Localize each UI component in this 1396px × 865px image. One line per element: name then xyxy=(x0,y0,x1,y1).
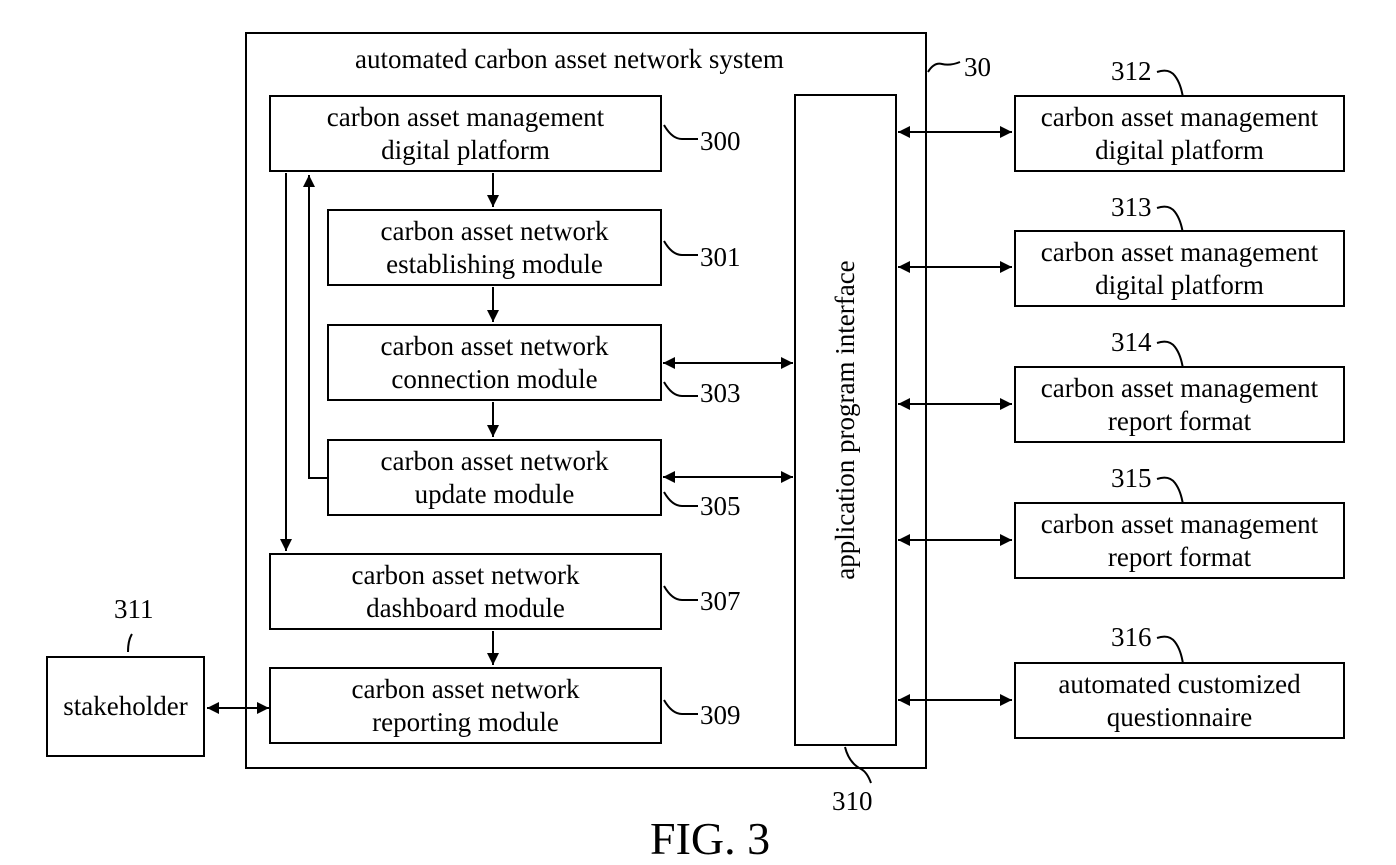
external-digital-platform-2-line2: digital platform xyxy=(1095,269,1264,302)
arrow-305-300 xyxy=(309,175,327,478)
leader-300 xyxy=(664,125,698,139)
external-questionnaire-line2: questionnaire xyxy=(1107,701,1252,734)
external-digital-platform-1-line2: digital platform xyxy=(1095,134,1264,167)
stakeholder-label: stakeholder xyxy=(63,690,187,723)
module-update-line1: carbon asset network xyxy=(381,445,609,478)
ref-315: 315 xyxy=(1111,463,1152,493)
ref-313: 313 xyxy=(1111,192,1152,222)
module-digital-platform-line2: digital platform xyxy=(381,134,550,167)
leader-316 xyxy=(1157,637,1183,664)
external-report-format-2-line1: carbon asset management xyxy=(1041,508,1318,541)
module-dashboard: carbon asset network dashboard module xyxy=(269,553,662,630)
leader-303 xyxy=(664,382,698,396)
ref-309: 309 xyxy=(700,700,741,730)
module-establishing: carbon asset network establishing module xyxy=(327,209,662,286)
module-connection-line2: connection module xyxy=(391,363,597,396)
module-update: carbon asset network update module xyxy=(327,439,662,516)
leader-301 xyxy=(664,241,698,255)
api-label: application program interface xyxy=(830,225,860,615)
module-establishing-line1: carbon asset network xyxy=(381,215,609,248)
external-digital-platform-1-line1: carbon asset management xyxy=(1041,101,1318,134)
system-title: automated carbon asset network system xyxy=(355,44,784,75)
module-dashboard-line1: carbon asset network xyxy=(352,559,580,592)
ref-307: 307 xyxy=(700,586,741,616)
external-report-format-1-line2: report format xyxy=(1108,405,1251,438)
module-dashboard-line2: dashboard module xyxy=(366,592,565,625)
ref-305: 305 xyxy=(700,491,741,521)
external-digital-platform-2: carbon asset management digital platform xyxy=(1014,230,1345,307)
external-questionnaire: automated customized questionnaire xyxy=(1014,662,1345,739)
leader-30 xyxy=(928,62,960,72)
ref-300: 300 xyxy=(700,126,741,156)
ref-301: 301 xyxy=(700,242,741,272)
module-update-line2: update module xyxy=(415,478,575,511)
leader-315 xyxy=(1157,478,1183,505)
ref-312: 312 xyxy=(1111,56,1152,86)
figure-label: FIG. 3 xyxy=(650,812,770,865)
module-connection: carbon asset network connection module xyxy=(327,324,662,401)
leader-311 xyxy=(128,634,132,652)
leader-314 xyxy=(1157,342,1183,369)
external-digital-platform-2-line1: carbon asset management xyxy=(1041,236,1318,269)
ref-316: 316 xyxy=(1111,622,1152,652)
leader-309 xyxy=(664,700,698,714)
ref-30: 30 xyxy=(964,52,991,82)
ref-311: 311 xyxy=(114,594,154,624)
external-report-format-1: carbon asset management report format xyxy=(1014,366,1345,443)
external-report-format-2: carbon asset management report format xyxy=(1014,502,1345,579)
module-reporting-line2: reporting module xyxy=(372,706,559,739)
leader-305 xyxy=(664,492,698,506)
ref-314: 314 xyxy=(1111,327,1152,357)
module-connection-line1: carbon asset network xyxy=(381,330,609,363)
stakeholder-box: stakeholder xyxy=(46,656,205,757)
module-establishing-line2: establishing module xyxy=(386,248,603,281)
module-digital-platform-line1: carbon asset management xyxy=(327,101,604,134)
module-reporting: carbon asset network reporting module xyxy=(269,667,662,744)
leader-307 xyxy=(664,586,698,600)
module-digital-platform: carbon asset management digital platform xyxy=(269,95,662,172)
ref-303: 303 xyxy=(700,378,741,408)
external-report-format-1-line1: carbon asset management xyxy=(1041,372,1318,405)
external-digital-platform-1: carbon asset management digital platform xyxy=(1014,95,1345,172)
module-reporting-line1: carbon asset network xyxy=(352,673,580,706)
external-questionnaire-line1: automated customized xyxy=(1058,668,1300,701)
external-report-format-2-line2: report format xyxy=(1108,541,1251,574)
leader-310 xyxy=(845,747,871,783)
ref-310: 310 xyxy=(832,786,873,816)
leader-312 xyxy=(1157,71,1183,98)
